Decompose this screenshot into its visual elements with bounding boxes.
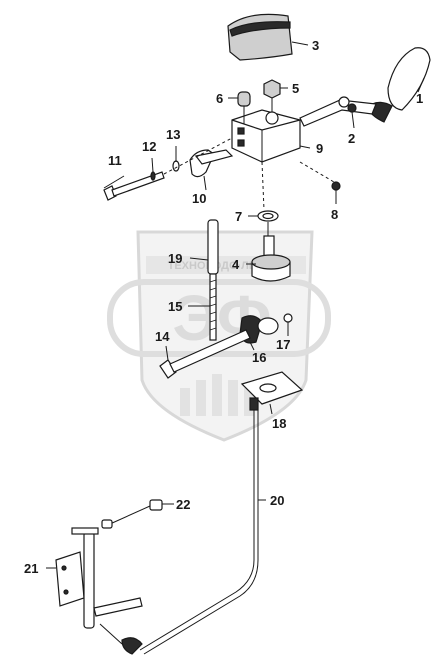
callout-19: 19	[168, 251, 182, 266]
part-cross-bolt	[159, 329, 251, 379]
callout-11: 11	[108, 153, 122, 168]
callout-9: 9	[316, 141, 323, 156]
part-plug	[228, 91, 251, 124]
part-lock-washer	[150, 157, 156, 181]
callout-10: 10	[192, 191, 206, 206]
part-gearbox-bracket	[46, 527, 143, 655]
part-top-nut	[263, 79, 288, 112]
watermark-band	[107, 279, 331, 357]
part-threaded-rod	[188, 273, 217, 341]
callout-17: 17	[276, 337, 290, 352]
callout-4: 4	[232, 257, 240, 272]
part-connector-cable	[101, 499, 174, 529]
callout-8: 8	[331, 207, 338, 222]
callout-2: 2	[348, 131, 355, 146]
callout-1: 1	[416, 91, 423, 106]
watermark-wheat	[180, 374, 254, 416]
part-shifter-housing	[231, 109, 311, 163]
callout-18: 18	[272, 416, 286, 431]
callout-labels: 1 2 3 4 5 6 7 8 9 10 11 12 13 14 15 16 1…	[24, 38, 423, 576]
part-control-cable	[139, 397, 266, 655]
callout-14: 14	[155, 329, 170, 344]
callout-7: 7	[235, 209, 242, 224]
callout-15: 15	[168, 299, 182, 314]
part-lever-arm	[299, 96, 377, 129]
part-bracket-clamp	[189, 149, 234, 191]
part-flat-washer	[172, 146, 180, 172]
part-gasket-plate	[240, 371, 304, 415]
part-small-screw	[299, 161, 341, 204]
callout-6: 6	[216, 91, 223, 106]
part-lever-handle	[369, 47, 431, 123]
callout-22: 22	[176, 497, 190, 512]
callout-20: 20	[270, 493, 284, 508]
part-bushing	[246, 222, 291, 282]
part-seal-ring	[248, 161, 279, 222]
callout-16: 16	[252, 350, 266, 365]
part-cover-boot	[227, 13, 309, 61]
callout-12: 12	[142, 139, 156, 154]
callout-5: 5	[292, 81, 299, 96]
part-small-clip	[283, 313, 293, 336]
callout-3: 3	[312, 38, 319, 53]
callout-21: 21	[24, 561, 38, 576]
watermark: ТЕХНОРОДО·ЛЕМАШ ЭФ	[107, 230, 331, 442]
callout-13: 13	[166, 127, 180, 142]
